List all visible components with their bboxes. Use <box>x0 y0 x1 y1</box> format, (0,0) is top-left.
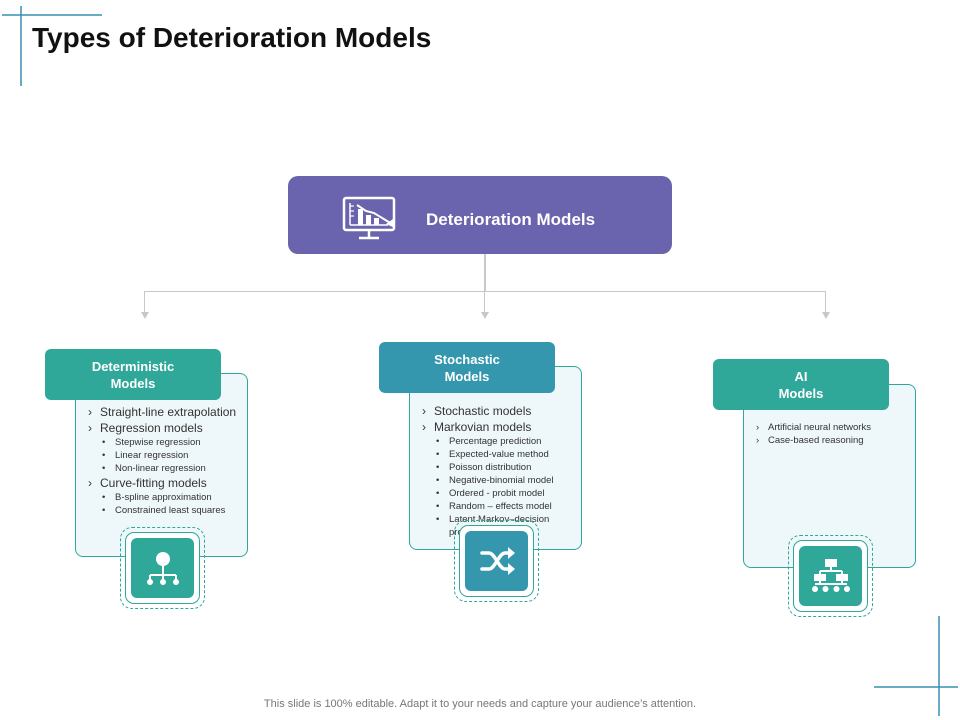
list-item: Markovian models <box>420 419 578 435</box>
list-item: B-spline approximation <box>86 491 241 504</box>
list-item: Stepwise regression <box>86 436 241 449</box>
ai-header-line1: AI <box>794 368 808 384</box>
connector-line <box>484 254 486 292</box>
deterministic-header-line1: Deterministic <box>91 358 175 374</box>
hierarchy-icon <box>131 538 194 598</box>
ai-items-list: Artificial neural networks Case-based re… <box>754 421 912 447</box>
deterministic-header-line2: Models <box>110 375 156 391</box>
list-item: Artificial neural networks <box>754 421 912 434</box>
footer-note: This slide is 100% editable. Adapt it to… <box>263 698 697 710</box>
stochastic-items-list: Stochastic models Markovian models Perce… <box>420 403 578 539</box>
ai-header[interactable]: AI Models <box>713 359 889 410</box>
corner-decoration-line <box>874 686 958 688</box>
shuffle-icon <box>465 531 528 591</box>
list-item: Stochastic models <box>420 403 578 419</box>
deterministic-icon-badge <box>120 527 205 609</box>
list-item: Straight-line extrapolation <box>86 404 241 420</box>
list-item: Case-based reasoning <box>754 434 912 447</box>
list-item: Linear regression <box>86 449 241 462</box>
list-item: Negative-binomial model <box>420 474 578 487</box>
corner-decoration-line <box>2 14 102 16</box>
slide-title: Types of Deterioration Models <box>32 22 432 53</box>
corner-decoration-line <box>938 616 940 716</box>
connector-line <box>484 291 485 313</box>
list-item: Random – effects model <box>420 500 578 513</box>
corner-decoration-line <box>20 6 22 86</box>
deterministic-header[interactable]: Deterministic Models <box>45 349 221 400</box>
list-item: Ordered - probit model <box>420 487 578 500</box>
list-item: Percentage prediction <box>420 435 578 448</box>
stochastic-icon-badge <box>454 520 539 602</box>
ai-icon-badge <box>788 535 873 617</box>
connector-line <box>144 291 145 313</box>
stochastic-header[interactable]: Stochastic Models <box>379 342 555 393</box>
list-item: Non-linear regression <box>86 462 241 475</box>
deterministic-card: Straight-line extrapolation Regression m… <box>75 373 248 557</box>
stochastic-header-line1: Stochastic <box>434 351 500 367</box>
connector-arrow <box>141 312 149 319</box>
stochastic-card: Stochastic models Markovian models Perce… <box>409 366 582 550</box>
list-item: Curve-fitting models <box>86 475 241 491</box>
list-item: Expected-value method <box>420 448 578 461</box>
root-node[interactable]: Deterioration Models <box>288 176 672 254</box>
connector-line <box>825 291 826 313</box>
deterministic-items-list: Straight-line extrapolation Regression m… <box>86 404 241 517</box>
root-node-label: Deterioration Models <box>426 210 596 229</box>
list-item: Constrained least squares <box>86 504 241 517</box>
list-item: Poisson distribution <box>420 461 578 474</box>
monitor-chart-icon <box>342 196 400 247</box>
stochastic-header-line2: Models <box>444 368 490 384</box>
connector-arrow <box>481 312 489 319</box>
list-item: Regression models <box>86 420 241 436</box>
connector-line <box>144 291 826 292</box>
ai-header-line2: Models <box>778 385 824 401</box>
connector-arrow <box>822 312 830 319</box>
network-chart-icon <box>799 546 862 606</box>
